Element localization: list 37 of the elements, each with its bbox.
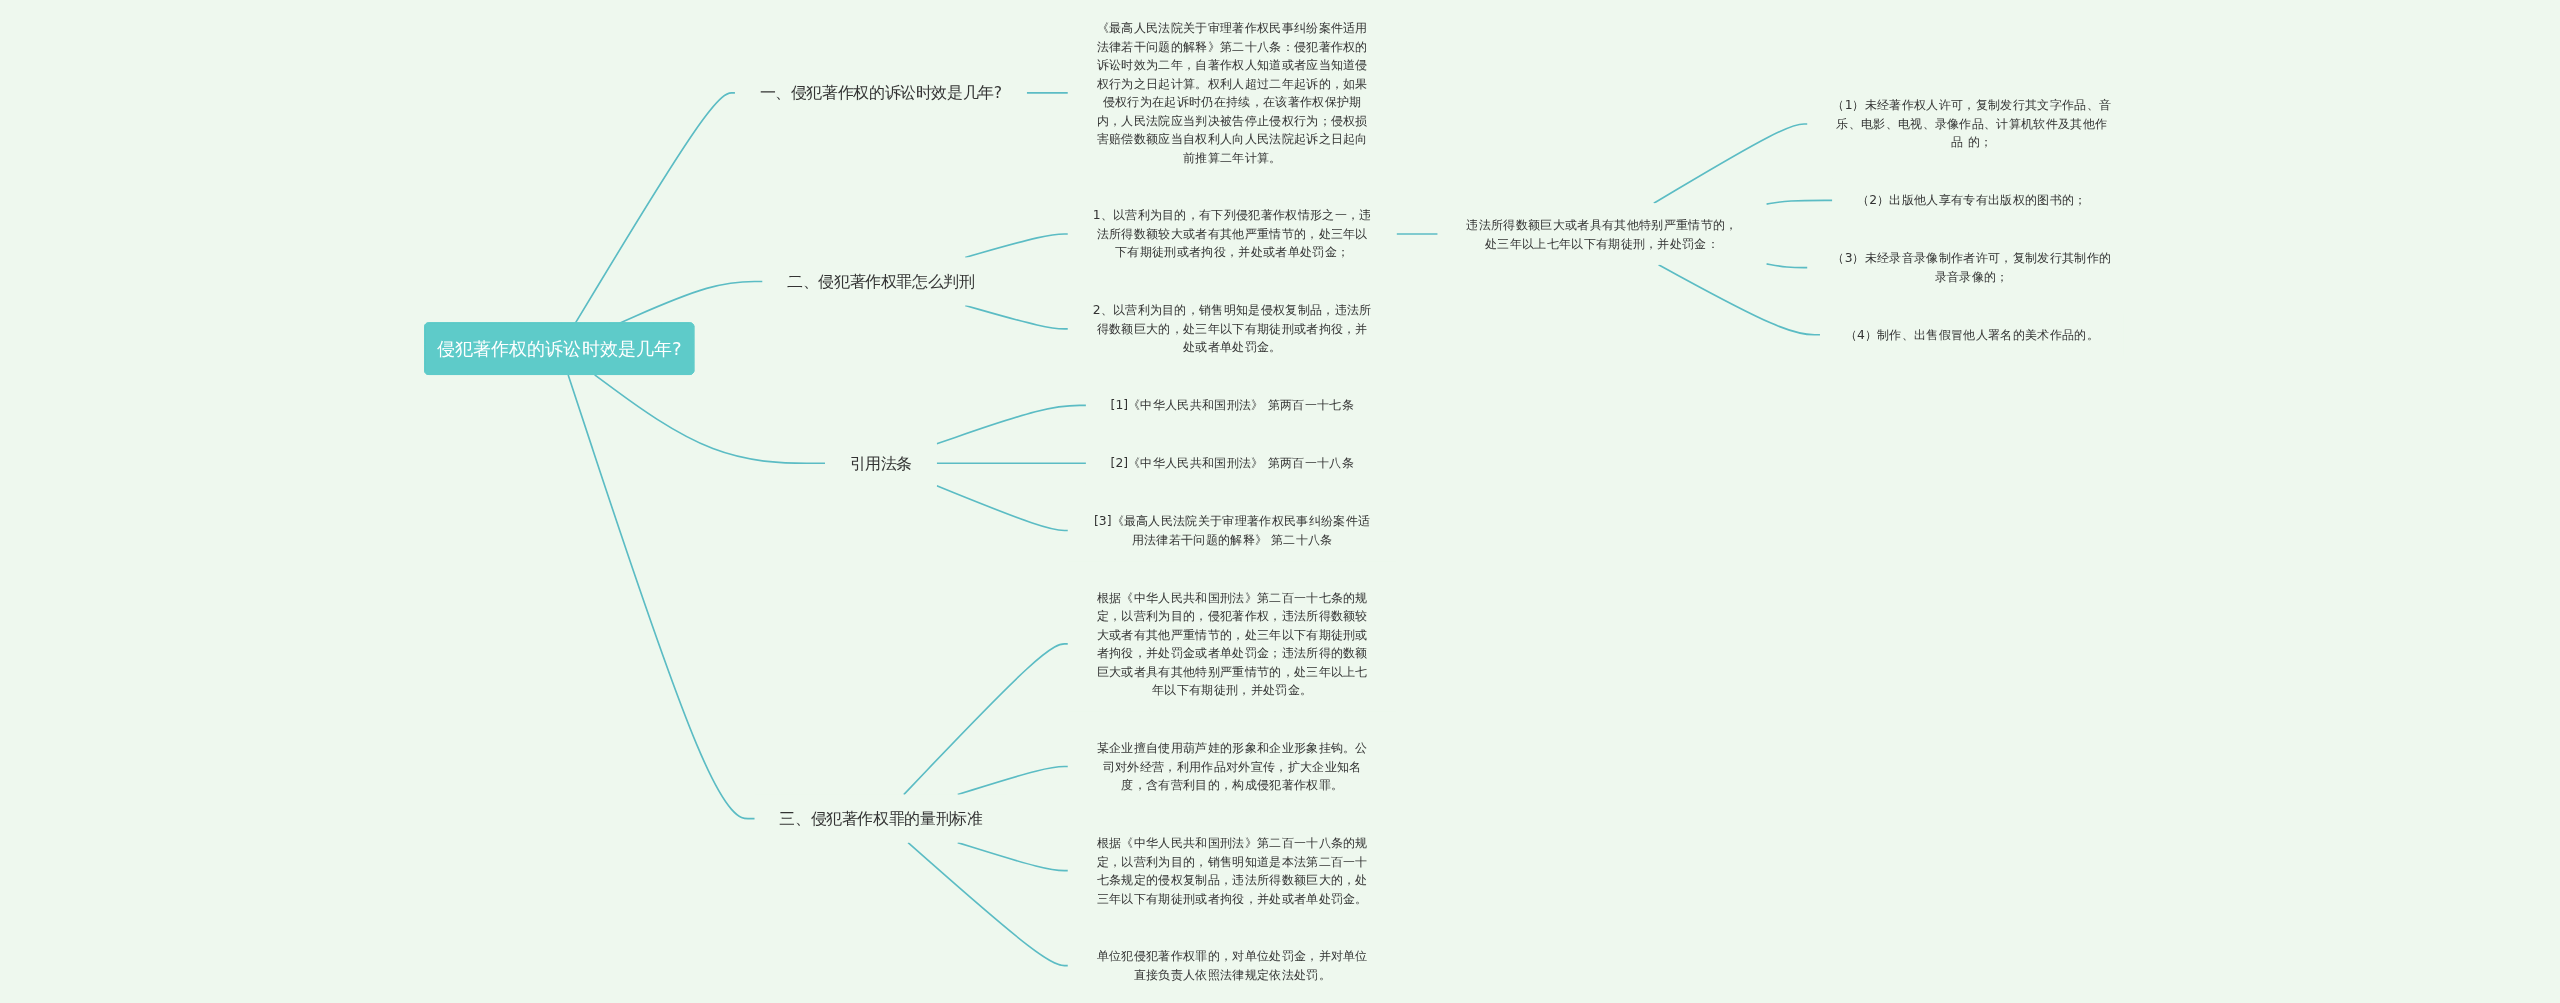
connector [902, 643, 1069, 796]
connector [935, 485, 1069, 532]
connector [1765, 263, 1808, 269]
connector [1765, 199, 1833, 205]
node-text: 二、侵犯著作权罪怎么判刑 [786, 272, 975, 291]
connector [963, 304, 1069, 330]
node-text: 单位犯侵犯著作权罪的，对单位处罚金，并对单位直接负责人依照法律规定依法处罚。 [1096, 948, 1368, 983]
node-text: [1]《中华人民共和国刑法》 第两百一十七条 [1110, 397, 1354, 413]
connector [935, 404, 1087, 445]
node-text: 《最高人民法院关于审理著作权民事纠纷案件适用法律若干问题的解释》第二十八条：侵犯著作权的诉讼时效为二年，自著作权人知道或者应当知道侵权行为之日起计算。权利人超过二年起诉的，如果侵权行为在起诉时仍在持续，在该著作权保护期内，人民法院应当判决被告停止侵权行为；侵权损害赔偿数额应当自权利人向人民法院起诉之日起向前推算二年计算。 [1096, 20, 1368, 165]
connector [935, 462, 1087, 465]
connector [963, 233, 1069, 259]
node-text: （4）制作、出售假冒他人署名的美术作品的。 [1844, 327, 2099, 342]
node-text: 一、侵犯著作权的诉讼时效是几年? [759, 83, 1002, 102]
node-text: 根据《中华人民共和国刑法》第二百一十八条的规定，以营利为目的，销售明知道是本法第二百一十七条规定的侵权复制品，违法所得数额巨大的，处三年以下有期徒刑或者拘役，并处或者单处罚金。 [1096, 835, 1368, 906]
connector [956, 841, 1069, 872]
connector [956, 765, 1069, 796]
node-text: （1）未经著作权人许可，复制发行其文字作品、音乐、电影、电视、录像作品、计算机软件及其他作品 的； [1831, 97, 2111, 150]
connector [593, 374, 826, 465]
node-text: [3]《最高人民法院关于审理著作权民事纠纷案件适用法律若干问题的解释》 第二十八条 [1093, 513, 1370, 547]
node-text: 三、侵犯著作权罪的量刑标准 [778, 809, 982, 828]
connector [574, 92, 736, 324]
connector [906, 841, 1069, 967]
connector [1652, 123, 1808, 204]
node-text: [2]《中华人民共和国刑法》 第两百一十八条 [1110, 455, 1354, 471]
node-text: 1、以营利为目的，有下列侵犯著作权情形之一，违法所得数额较大或者有其他严重情节的，处三年以下有期徒刑或者拘役，并处或者单处罚金； [1092, 207, 1372, 260]
connector [1657, 264, 1821, 336]
node-text: 2、以营利为目的，销售明知是侵权复制品，违法所得数额巨大的，处三年以下有期徒刑或者拘役，并处或者单处罚金。 [1092, 302, 1372, 355]
node-text: （2）出版他人享有专有出版权的图书的； [1856, 192, 2087, 208]
connector [1395, 233, 1439, 235]
node-text: 根据《中华人民共和国刑法》第二百一十七条的规定，以营利为目的，侵犯著作权，违法所得数额较大或者有其他严重情节的，处三年以下有期徒刑或者拘役，并处罚金或者单处罚金；违法所得的数额巨大或者具有其他特别严重情节的，处三年以上七年以下有期徒刑，并处罚金。 [1096, 590, 1368, 698]
node-text: 引用法条 [849, 454, 912, 473]
node-text: 某企业擅自使用葫芦娃的形象和企业形象挂钩。公司对外经营，利用作品对外宣传，扩大企业知名度，含有营利目的，构成侵犯著作权罪。 [1096, 740, 1368, 793]
connector [1025, 92, 1069, 94]
node-text: （3）未经录音录像制作者许可，复制发行其制作的录音录像的； [1831, 250, 2111, 285]
node-text: 违法所得数额巨大或者具有其他特别严重情节的，处三年以上七年以下有期徒刑，并处罚金： [1466, 217, 1738, 251]
connector [566, 374, 756, 820]
